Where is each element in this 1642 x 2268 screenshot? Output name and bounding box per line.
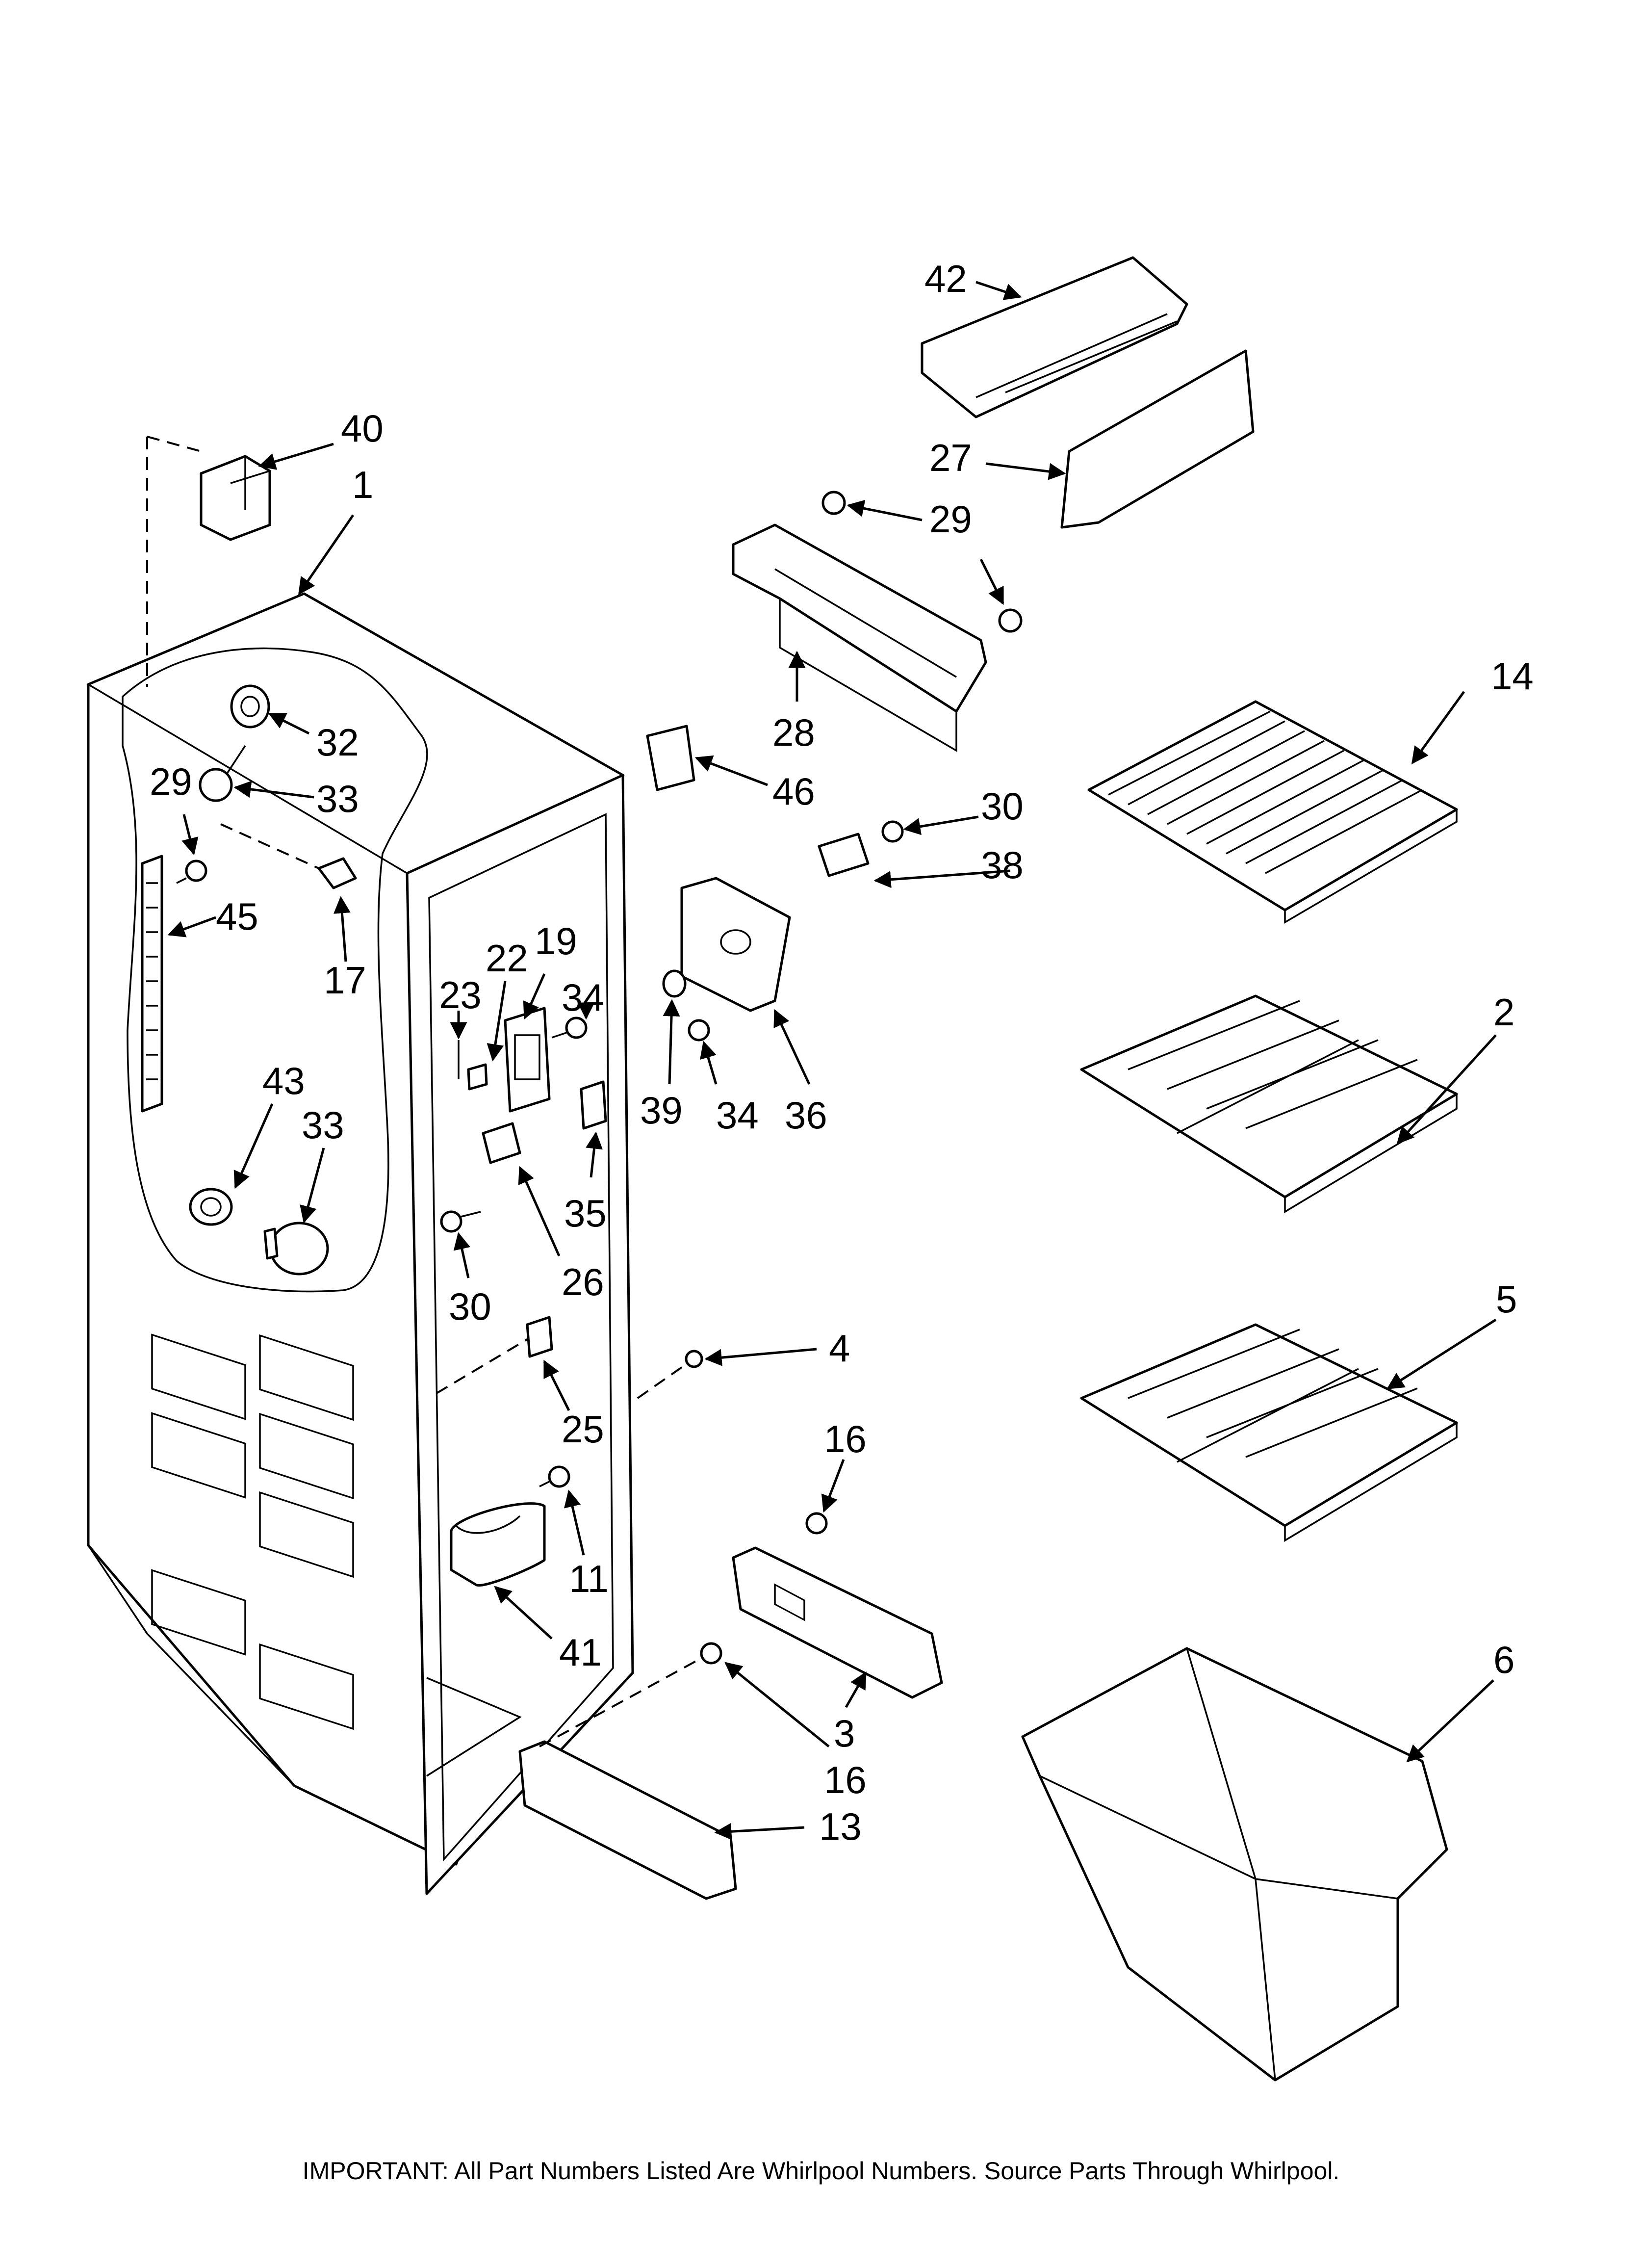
screw-34-left-drawing [551, 1017, 588, 1039]
light-socket-32-drawing [230, 684, 270, 729]
bracket-46-drawing [646, 725, 695, 791]
callout-29-left: 29 [150, 760, 192, 803]
callout-35: 35 [564, 1192, 607, 1235]
callout-6: 6 [1493, 1638, 1514, 1681]
callout-39: 39 [640, 1089, 683, 1132]
control-housing-19-drawing [504, 1007, 551, 1113]
thermostat-22-drawing [467, 1063, 488, 1091]
cover-41-drawing [450, 1502, 546, 1587]
callout-29-top: 29 [929, 497, 972, 541]
screw-11-drawing [539, 1465, 570, 1488]
trim-13-drawing [518, 1740, 737, 1900]
callout-16-lower: 16 [824, 1758, 867, 1801]
screw-29-top-drawing [821, 491, 1023, 633]
callout-32: 32 [316, 721, 359, 764]
clip-40-drawing [146, 436, 271, 687]
callout-33-lower: 33 [302, 1103, 344, 1147]
callout-41: 41 [559, 1631, 602, 1674]
knob-39-drawing [662, 969, 687, 998]
callout-34-right: 34 [716, 1094, 759, 1137]
callout-1: 1 [352, 463, 373, 506]
hinge-cover-42-drawing [921, 256, 1188, 418]
screw-4-drawing [637, 1350, 703, 1399]
crisper-cover-28-drawing [732, 523, 987, 753]
screw-29-left-drawing [176, 860, 207, 884]
board-38-drawing [818, 833, 870, 877]
callout-26: 26 [562, 1260, 604, 1303]
callout-3: 3 [834, 1712, 855, 1755]
callout-46: 46 [772, 770, 815, 813]
board-26-drawing [482, 1122, 521, 1164]
callout-30-right: 30 [981, 784, 1024, 828]
callout-17: 17 [324, 959, 366, 1002]
callout-22: 22 [486, 937, 528, 980]
callout-40: 40 [341, 407, 384, 450]
wire-shelf-5-drawing [1080, 1323, 1458, 1542]
wire-shelf-2-drawing [1080, 994, 1458, 1214]
screw-30-left-drawing [440, 1210, 481, 1233]
control-36-drawing [680, 877, 791, 1012]
clip-17-drawing [220, 823, 357, 889]
callout-42: 42 [924, 257, 967, 300]
callout-5: 5 [1496, 1277, 1517, 1321]
callout-34-left: 34 [562, 976, 604, 1019]
callout-14: 14 [1491, 654, 1534, 698]
callout-43: 43 [262, 1059, 305, 1102]
callout-11: 11 [569, 1557, 609, 1600]
screw-16-lower-drawing [539, 1642, 722, 1747]
crisper-bin-6-drawing [1021, 1647, 1448, 2082]
footer-note: IMPORTANT: All Part Numbers Listed Are W… [302, 2157, 1340, 2185]
callout-23: 23 [439, 973, 482, 1017]
screw-16-upper-drawing [805, 1512, 828, 1535]
switch-25-drawing [436, 1316, 553, 1394]
light-bar-45-drawing [141, 855, 163, 1113]
panel-27-drawing [1060, 349, 1255, 529]
screw-30-right-drawing [881, 820, 904, 843]
lamp-socket-43-drawing [189, 1188, 233, 1226]
callout-28: 28 [772, 711, 815, 754]
callout-16-upper: 16 [824, 1417, 867, 1460]
callout-36: 36 [785, 1094, 827, 1137]
callout-19: 19 [535, 919, 577, 963]
callout-2: 2 [1493, 991, 1514, 1034]
screw-34-right-drawing [688, 1019, 710, 1042]
callout-45: 45 [216, 895, 258, 938]
light-bulb-33-drawing [199, 745, 246, 802]
callout-27: 27 [929, 436, 972, 479]
callout-30-left: 30 [449, 1285, 491, 1328]
light-bulb-33-lower-drawing [263, 1222, 329, 1276]
bracket-35-drawing [580, 1080, 607, 1130]
callout-33-upper: 33 [316, 777, 359, 820]
callout-25: 25 [562, 1408, 604, 1451]
callout-labels: 42 40 1 27 29 29 32 33 29 45 17 28 46 14… [150, 257, 1534, 1848]
leader-lines [167, 281, 1497, 1840]
glass-shelf-14-drawing [1087, 700, 1458, 924]
callout-4: 4 [829, 1327, 850, 1370]
callout-38: 38 [981, 843, 1024, 886]
trim-3-drawing [732, 1546, 943, 1699]
callout-13: 13 [819, 1805, 862, 1848]
